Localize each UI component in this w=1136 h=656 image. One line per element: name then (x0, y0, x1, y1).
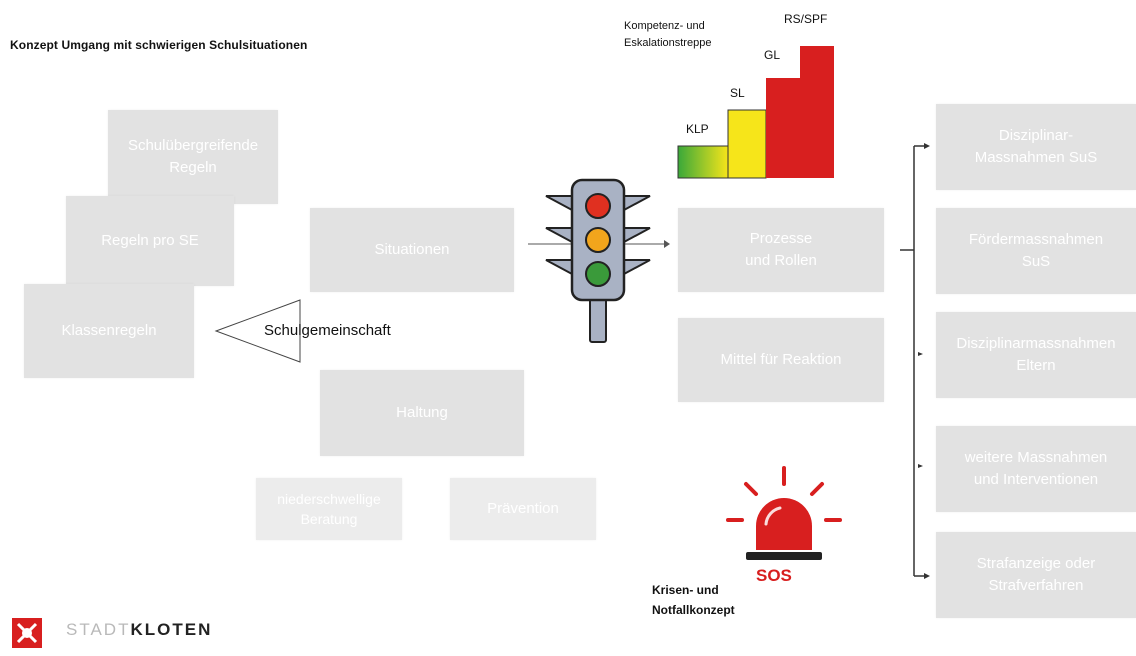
box-prozesse-und-rollen: Prozesse und Rollen (678, 208, 884, 292)
sos-caption: Krisen- und Notfallkonzept (652, 583, 735, 617)
box-haltung: Haltung (320, 370, 524, 456)
box-regeln-pro-se: Regeln pro SE (66, 196, 234, 286)
box-niederschwellige-beratung: niederschwellige Beratung (256, 478, 402, 540)
logo-prefix: STADT (66, 620, 131, 639)
box-foerdermassnahmen-sus: Fördermassnahmen SuS (936, 208, 1136, 294)
step-label-gl: GL (764, 48, 781, 62)
kloten-logo: STADTKLOTEN (66, 620, 212, 640)
staircase-caption: Kompetenz- und Eskalationstreppe (624, 20, 712, 49)
box-weitere-massnahmen: weitere Massnahmen und Interventionen (936, 426, 1136, 512)
box-mittel-fuer-reaktion: Mittel für Reaktion (678, 318, 884, 402)
schulgemeinschaft-triangle (214, 299, 301, 363)
traffic-light-icon (528, 178, 670, 343)
step-label-klp: KLP (686, 122, 709, 136)
box-strafanzeige: Strafanzeige oder Strafverfahren (936, 532, 1136, 618)
box-disziplinarmassnahmen-eltern: Disziplinarmassnahmen Eltern (936, 312, 1136, 398)
sos-badge: SOS (756, 566, 792, 585)
step-label-rs-spf: RS/SPF (784, 12, 828, 26)
kloten-crest-icon (12, 618, 42, 648)
box-schuluebergreifende-regeln: Schulübergreifende Regeln (108, 110, 278, 204)
step-label-sl: SL (730, 86, 745, 100)
box-klassenregeln: Klassenregeln (24, 284, 194, 378)
bracket-connector (900, 143, 930, 579)
logo-name: KLOTEN (130, 620, 213, 639)
schulgemeinschaft-label: Schulgemeinschaft (264, 322, 391, 339)
escalation-staircase (677, 46, 834, 179)
box-praevention: Prävention (450, 478, 596, 540)
page-title: Konzept Umgang mit schwierigen Schulsitu… (10, 38, 308, 52)
siren-icon (726, 466, 842, 560)
box-situationen: Situationen (310, 208, 514, 292)
box-disziplinarmassnahmen-sus: Disziplinar- Massnahmen SuS (936, 104, 1136, 190)
